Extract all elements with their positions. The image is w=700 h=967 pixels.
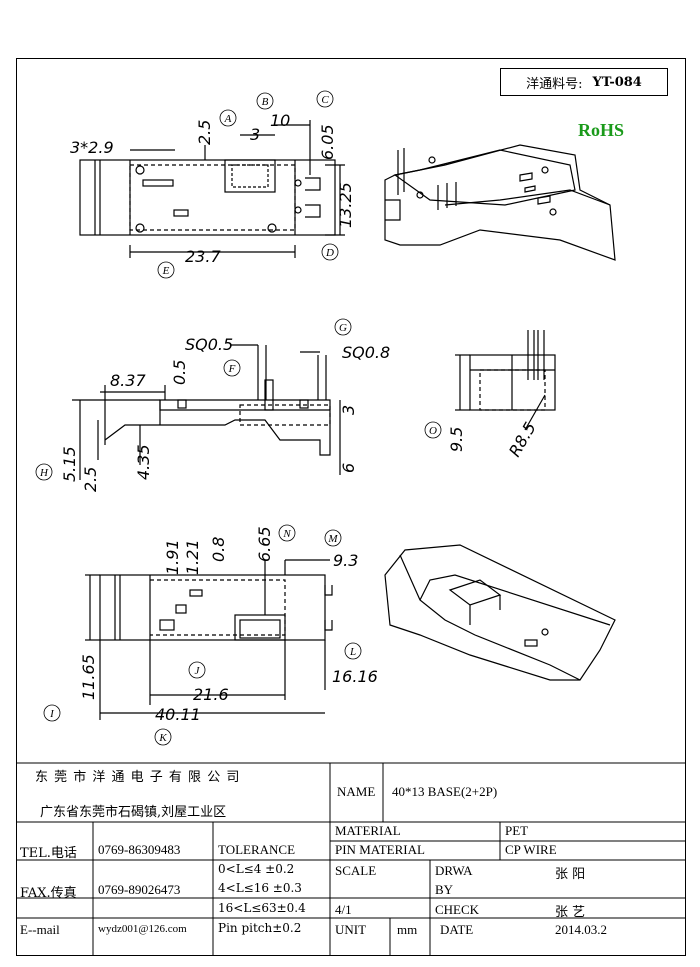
- tolerance-row-4: Pin pitch±0.2: [218, 921, 302, 935]
- dim-side-8-37: 8.37: [110, 371, 146, 390]
- dim-sq05: SQ0.5: [185, 335, 233, 354]
- callout-m: M: [327, 533, 338, 545]
- part-number-box: 洋通料号: YT-084: [500, 68, 668, 96]
- dim-sq08: SQ0.8: [342, 343, 390, 362]
- pin-material-value: CP WIRE: [505, 842, 557, 857]
- callout-n: N: [282, 528, 291, 540]
- dim-top-6-05: 6.05: [318, 124, 337, 160]
- top-view: [79, 120, 345, 258]
- dim-holes: 3*2.9: [70, 138, 114, 157]
- callout-c: C: [321, 94, 329, 106]
- company-address: 广东省东莞市石碣镇,刘屋工业区: [40, 805, 227, 820]
- part-number-label: 洋通料号:: [526, 76, 583, 92]
- tolerance-label: TOLERANCE: [218, 842, 296, 857]
- drawing-frame: [16, 58, 686, 956]
- part-number-value: YT-084: [592, 74, 642, 90]
- email-label: E--mail: [20, 922, 60, 937]
- date-value: 2014.03.2: [555, 922, 607, 937]
- callout-i: I: [49, 708, 55, 720]
- name-label: NAME: [337, 784, 376, 799]
- fax-value: 0769-89026473: [98, 882, 181, 897]
- callout-l: L: [349, 646, 356, 658]
- unit-label: UNIT: [335, 922, 367, 937]
- callout-e: E: [162, 265, 170, 277]
- name-value: 40*13 BASE(2+2P): [392, 784, 498, 799]
- callout-j: J: [195, 665, 201, 677]
- bottom-view: [85, 559, 333, 720]
- check-label: CHECK: [435, 902, 480, 917]
- title-block-grid: [16, 762, 686, 956]
- dim-bot-1-21: 1.21: [183, 539, 202, 575]
- callout-b: B: [262, 96, 269, 108]
- tel-value: 0769-86309483: [98, 842, 181, 857]
- dim-end-9-5: 9.5: [447, 427, 466, 452]
- dim-bot-0-8: 0.8: [209, 537, 228, 562]
- email-value: wydz001@126.com: [98, 923, 187, 935]
- dim-bot-9-3: 9.3: [333, 551, 358, 570]
- material-label: MATERIAL: [335, 823, 401, 838]
- fax-label: FAX.传真: [20, 886, 77, 901]
- unit-value: mm: [397, 922, 418, 937]
- tolerance-row-3: 16<L≤63±0.4: [218, 901, 306, 915]
- iso-view-bottom: [384, 544, 616, 681]
- callout-o: O: [429, 425, 437, 437]
- dim-side-0-5: 0.5: [170, 360, 189, 385]
- dim-side-3: 3: [339, 405, 358, 415]
- callout-g: G: [339, 322, 347, 334]
- dim-side-6: 6: [339, 463, 358, 473]
- dim-bot-1-91: 1.91: [163, 539, 182, 575]
- dim-top-13-25: 13.25: [336, 182, 355, 228]
- dim-bot-21-6: 21.6: [193, 685, 229, 704]
- dim-top-10: 10: [270, 111, 290, 130]
- tolerance-row-2: 4<L≤16 ±0.3: [218, 881, 302, 895]
- pin-material-label: PIN MATERIAL: [335, 842, 425, 857]
- end-view: [455, 330, 556, 431]
- rohs-mark: RoHS: [578, 120, 625, 140]
- dim-side-2-5: 2.5: [81, 467, 100, 492]
- dim-bot-6-65: 6.65: [255, 526, 274, 562]
- dim-top-23-7: 23.7: [185, 247, 221, 266]
- callout-f: F: [228, 363, 236, 375]
- tel-label: TEL.电话: [20, 846, 77, 861]
- dim-bot-16-16: 16.16: [332, 667, 378, 686]
- dim-top-2-5: 2.5: [195, 120, 214, 145]
- callout-letters: [35, 90, 442, 746]
- callout-a: A: [224, 113, 232, 125]
- tolerance-row-1: 0<L≤4 ±0.2: [218, 862, 295, 876]
- callout-d: D: [325, 247, 334, 259]
- callout-k: K: [158, 732, 167, 744]
- check-value: 张 艺: [555, 905, 586, 920]
- side-view: [72, 344, 341, 480]
- dim-end-r8-5: R8.5: [505, 419, 540, 460]
- material-value: PET: [505, 823, 529, 838]
- dim-side-4-35: 4.35: [134, 444, 153, 480]
- dim-top-3: 3: [250, 125, 260, 144]
- date-label: DATE: [440, 922, 474, 937]
- dim-bot-11-65: 11.65: [79, 654, 98, 700]
- dim-side-5-15: 5.15: [60, 446, 79, 482]
- scale-value: 4/1: [335, 902, 352, 917]
- company-name: 东 莞 市 洋 通 电 子 有 限 公 司: [35, 770, 241, 785]
- callout-h: H: [39, 467, 49, 479]
- dim-bot-40-11: 40.11: [155, 705, 201, 724]
- drawn-by-label: DRWA: [435, 863, 473, 878]
- drawn-by-label-2: BY: [435, 882, 454, 897]
- scale-label: SCALE: [335, 863, 377, 878]
- iso-view-top: [384, 144, 616, 261]
- drawn-by-value: 张 阳: [555, 867, 586, 882]
